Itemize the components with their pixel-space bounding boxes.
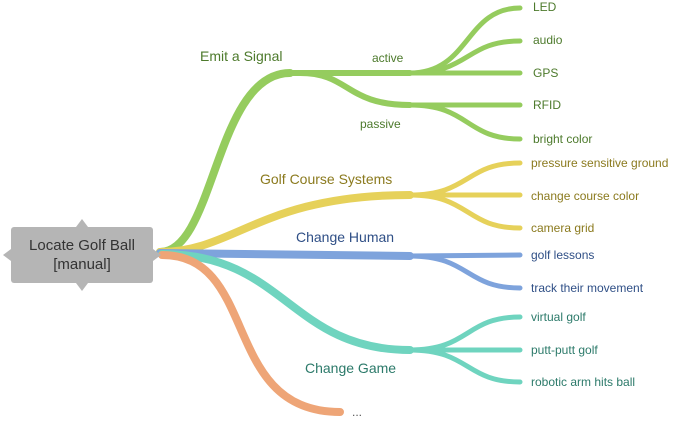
edge-root-change-game [158,250,414,354]
edge-golf-pressure [407,160,523,198]
leaf-virtual-golf[interactable]: virtual golf [531,310,586,324]
leaf-led[interactable]: LED [533,0,557,14]
edge-passive-bright-color [407,102,523,142]
leaf-golf-lessons[interactable]: golf lessons [531,248,594,262]
leaf-audio[interactable]: audio [533,33,563,47]
edge-root-more [158,251,344,416]
expand-up-arrow-icon[interactable] [76,219,88,227]
node-active[interactable]: active [372,51,404,65]
branch-connectors [156,5,523,416]
edge-root-emit-signal [156,69,294,256]
node-emit-signal[interactable]: Emit a Signal [200,48,282,64]
node-passive[interactable]: passive [360,117,401,131]
node-change-game[interactable]: Change Game [305,360,396,376]
expand-right-arrow-icon[interactable] [153,249,161,261]
leaf-change-course-color[interactable]: change course color [531,189,639,203]
root-node-subtitle: [manual] [53,256,111,273]
leaf-robotic-arm-hits-ball[interactable]: robotic arm hits ball [531,375,635,389]
expand-left-arrow-icon[interactable] [3,249,11,261]
edge-golf-camera [407,192,523,231]
edge-game-robotic [407,347,523,385]
node-more-ellipsis[interactable]: ... [352,405,362,419]
leaf-putt-putt-golf[interactable]: putt-putt golf [531,343,598,357]
expand-down-arrow-icon[interactable] [76,283,88,291]
root-node[interactable]: Locate Golf Ball [manual] [11,227,153,283]
leaf-track-their-movement[interactable]: track their movement [531,281,644,295]
edge-game-virtual [407,314,523,353]
leaf-pressure-sensitive-ground[interactable]: pressure sensitive ground [531,156,668,170]
leaf-rfid[interactable]: RFID [533,98,561,112]
node-golf-course-systems[interactable]: Golf Course Systems [260,171,392,187]
leaf-bright-color[interactable]: bright color [533,132,592,146]
leaf-gps[interactable]: GPS [533,66,558,80]
leaf-camera-grid[interactable]: camera grid [531,221,594,235]
edge-root-change-human [156,249,414,260]
node-change-human[interactable]: Change Human [296,229,394,245]
edge-human-track [407,253,523,291]
root-node-title: Locate Golf Ball [29,237,135,254]
edge-emit-passive [297,70,413,108]
